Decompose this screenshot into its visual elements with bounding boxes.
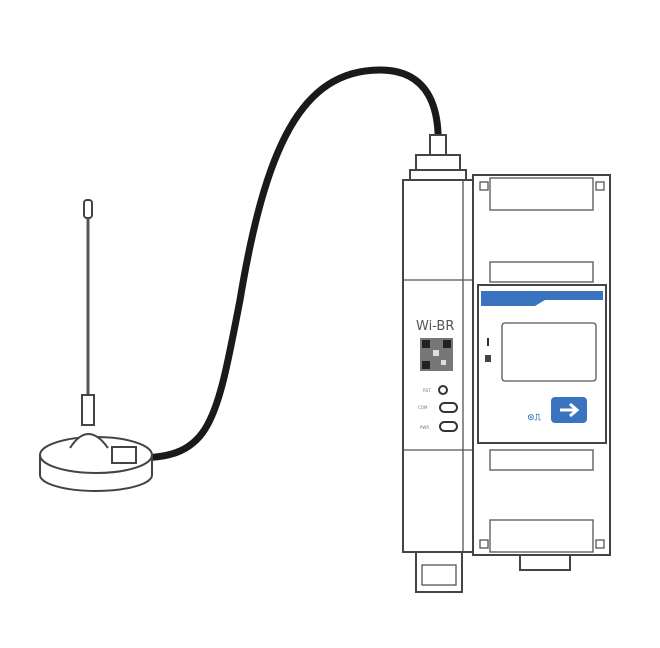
energy-meter: ⊙⎍ <box>472 174 611 571</box>
arrow-right-icon <box>560 402 580 418</box>
pwr-led <box>439 421 458 432</box>
com-led <box>439 402 458 413</box>
antenna <box>39 199 153 492</box>
led-label-pwr: PWR <box>420 425 429 430</box>
din-clip <box>415 551 463 593</box>
reset-button <box>438 385 448 395</box>
wi-br-module: Wi-BR RST COM PWR <box>402 179 474 593</box>
qr-code <box>420 338 453 371</box>
antenna-cable <box>124 66 442 462</box>
indicator-icon <box>485 355 491 362</box>
cable-connector <box>409 134 467 183</box>
meter-display <box>501 322 597 382</box>
led-label-rst: RST <box>423 388 431 393</box>
pulse-icon: ⊙⎍ <box>527 413 542 423</box>
meter-brand-band <box>481 291 603 306</box>
model-label: Wi-BR <box>416 319 454 334</box>
led-label-com: COM <box>418 405 428 410</box>
